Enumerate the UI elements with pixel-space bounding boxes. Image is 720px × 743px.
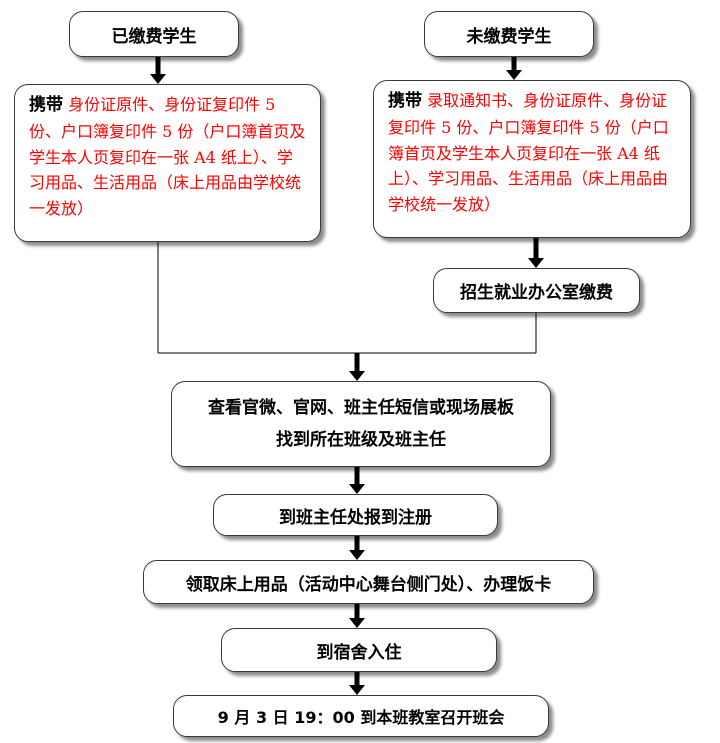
arrowhead [349,685,365,695]
arrowhead [349,550,365,560]
payment-label: 招生就业办公室缴费 [460,283,613,303]
dorm-box: 到宿舍入住 [221,628,497,672]
paid-student-box: 已缴费学生 [69,11,239,57]
paid-docs-text: 身份证原件、身份证复印件 5 份、户口簿复印件 5 份（户口簿首页及学生本人页复… [29,95,306,218]
dorm-label: 到宿舍入住 [316,642,402,663]
class-meeting-box: 9 月 3 日 19：00 到本班教室召开班会 [173,695,549,737]
arrowhead [506,70,522,80]
arrowhead [349,618,365,628]
unpaid-docs-box: 携带 录取通知书、身份证原件、身份证复印件 5 份、户口簿复印件 5 份（户口簿… [373,80,691,238]
paid-student-label: 已缴费学生 [111,26,197,47]
check-info-line1: 查看官微、官网、班主任短信或现场展板 [208,397,514,418]
check-info-box: 查看官微、官网、班主任短信或现场展板 找到所在班级及班主任 [171,381,551,467]
unpaid-docs-text: 录取通知书、身份证原件、身份证复印件 5 份、户口簿复印件 5 份（户口簿首页及… [388,91,669,214]
arrowhead [349,484,365,494]
class-meeting-label: 9 月 3 日 19：00 到本班教室召开班会 [217,708,505,727]
unpaid-student-box: 未缴费学生 [424,11,594,57]
bedding-box: 领取床上用品（活动中心舞台侧门处）、办理饭卡 [143,560,594,604]
paid-docs-box: 携带 身份证原件、身份证复印件 5 份、户口簿复印件 5 份（户口簿首页及学生本… [14,84,321,242]
unpaid-docs-bold: 携带 [388,91,422,111]
arrowhead [150,74,166,84]
arrowhead [528,258,544,268]
check-info-line2: 找到所在班级及班主任 [276,430,446,450]
payment-box: 招生就业办公室缴费 [433,268,640,313]
register-label: 到班主任处报到注册 [279,507,432,528]
unpaid-student-label: 未缴费学生 [466,26,552,47]
bedding-label: 领取床上用品（活动中心舞台侧门处）、办理饭卡 [185,574,552,595]
arrowhead [349,371,365,381]
paid-docs-bold: 携带 [29,95,63,115]
register-box: 到班主任处报到注册 [213,494,498,536]
